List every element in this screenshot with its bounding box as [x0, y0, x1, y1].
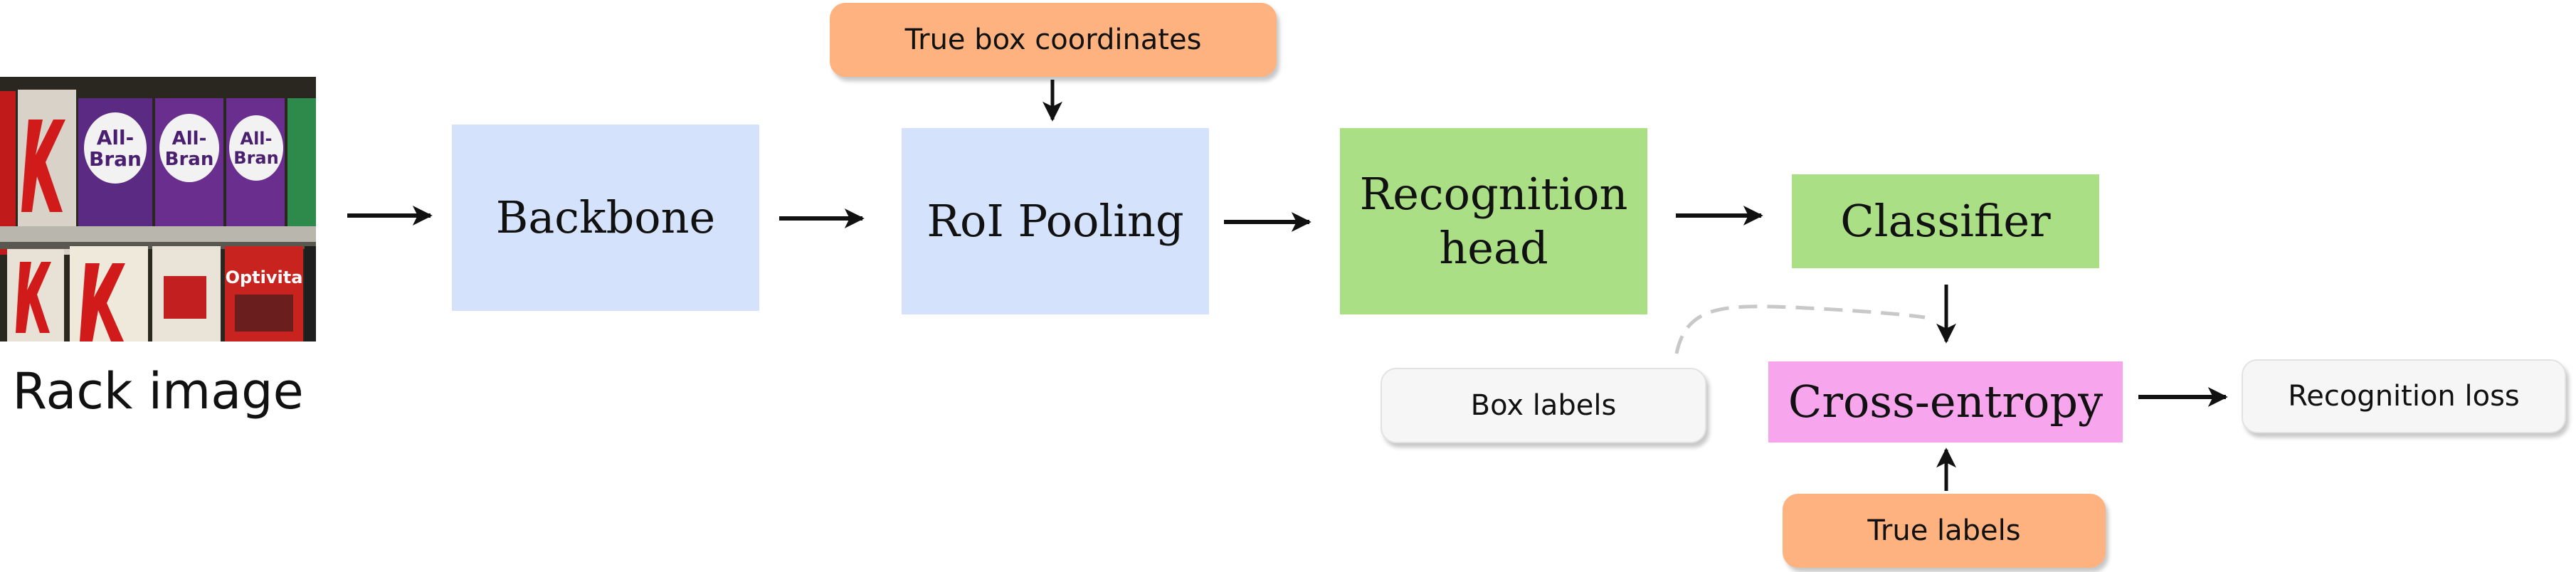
recognition-head-label-line1: Recognition	[1359, 168, 1628, 220]
true-box-coordinates-node: True box coordinates	[830, 3, 1277, 77]
classifier-node: Classifier	[1792, 174, 2099, 268]
brand-label-4: Bran	[165, 149, 214, 170]
brand-label-3: All-	[172, 128, 207, 149]
backbone-label: Backbone	[495, 191, 716, 243]
roi-pooling-label: RoI Pooling	[927, 195, 1184, 247]
rack-image-label-text: Rack image	[12, 362, 304, 420]
backbone-node: Backbone	[452, 125, 759, 311]
recognition-loss-node: Recognition loss	[2242, 359, 2566, 433]
box-labels-node: Box labels	[1381, 368, 1706, 443]
brand-label-5: All-	[241, 129, 273, 149]
classifier-label: Classifier	[1840, 195, 2051, 247]
cereal-shelf-illustration: All- Bran All- Bran All- Bran Optivita	[0, 90, 316, 341]
brand-label-2: Bran	[89, 147, 142, 171]
cross-entropy-label: Cross-entropy	[1788, 376, 2103, 428]
true-labels-node: True labels	[1783, 494, 2106, 568]
recognition-head-node: Recognition head	[1340, 128, 1647, 314]
roi-pooling-node: RoI Pooling	[902, 128, 1209, 314]
brand-label-7: Optivita	[226, 268, 303, 287]
brand-label-6: Bran	[233, 148, 278, 168]
true-box-coordinates-label: True box coordinates	[904, 23, 1202, 56]
cross-entropy-node: Cross-entropy	[1768, 361, 2123, 443]
dashed-boxlabels-to-classifier	[1674, 304, 1926, 354]
brand-label-1: All-	[97, 126, 134, 149]
true-labels-label: True labels	[1867, 514, 2021, 547]
rack-image-label: Rack image	[0, 356, 316, 427]
rack-image-photo: All- Bran All- Bran All- Bran Optivita	[0, 77, 316, 341]
recognition-loss-label: Recognition loss	[2288, 380, 2520, 413]
recognition-head-label-line2: head	[1439, 222, 1548, 274]
box-labels-label: Box labels	[1470, 389, 1617, 422]
